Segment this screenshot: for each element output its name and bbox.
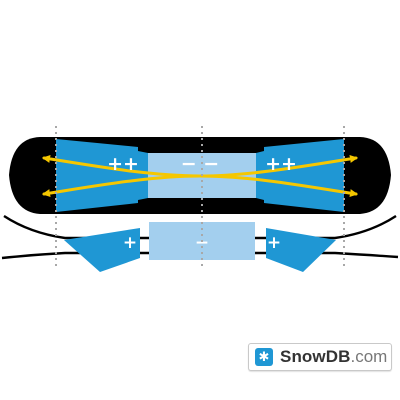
flex-arrow-tail-lower: [198, 174, 358, 198]
tip-zone-sign: ++: [107, 153, 139, 175]
tail-stiff-taper: [256, 151, 264, 200]
tail-zone-sign: ++: [265, 153, 297, 175]
tip-side-sign: +: [123, 233, 137, 253]
tail-side-sign: +: [267, 233, 281, 253]
tip-stiff-taper: [138, 151, 148, 200]
tip-stiff-zone: [56, 139, 138, 212]
snowflake-icon: ✱: [255, 348, 273, 366]
tail-side-stiff-zone: [266, 228, 336, 272]
flex-arrow-tip-lower: [42, 174, 202, 198]
center-zone-sign: − −: [181, 153, 219, 175]
center-side-sign: −: [195, 233, 209, 253]
flex-arrows: [42, 154, 358, 198]
tip-side-stiff-zone: [64, 228, 140, 272]
snowdb-logo-link[interactable]: ✱ SnowDB .com: [248, 343, 392, 371]
brand-name: SnowDB: [280, 347, 351, 366]
brand-tld: .com: [350, 347, 388, 366]
tail-stiff-zone: [264, 139, 344, 212]
